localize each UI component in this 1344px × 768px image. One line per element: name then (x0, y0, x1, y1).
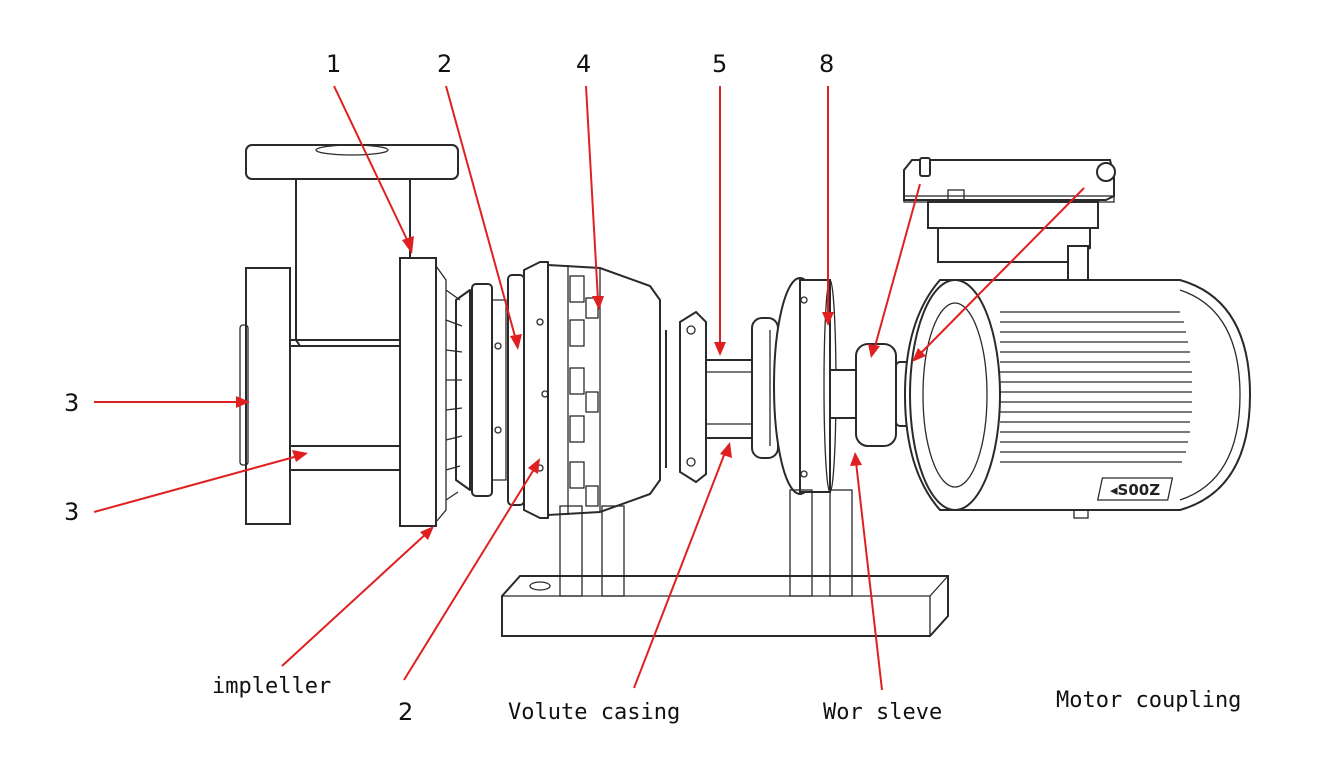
label-volute-casing: Volute casing (508, 700, 681, 725)
leader-2b (403, 465, 537, 681)
leader-motor-b (917, 187, 1085, 357)
label-motor-coupling: Motor coupling (1056, 688, 1242, 713)
pipe-body (290, 179, 411, 471)
cooling-fins (1000, 311, 1192, 463)
motor-body: ◂S00Z (903, 279, 1252, 519)
suction-flange (239, 267, 291, 525)
base-frame (501, 489, 949, 637)
label-impeller: impleller (212, 674, 332, 699)
casing-flange (399, 257, 463, 527)
callout-2-bottom: 2 (398, 698, 414, 726)
callout-8: 8 (819, 50, 835, 78)
leader-sleeve (855, 461, 883, 691)
motor-terminal-box (903, 157, 1116, 302)
label-wear-sleeve: Wor sleve (823, 700, 943, 725)
callout-4: 4 (576, 50, 592, 78)
leader-1 (333, 85, 411, 247)
leader-3b (93, 455, 299, 513)
leader-impeller (281, 531, 429, 667)
discharge-flange (245, 144, 459, 180)
leader-2 (445, 85, 517, 341)
bearing-cover (665, 310, 707, 484)
bracket-flange (773, 277, 857, 495)
volute-casing (536, 263, 661, 517)
callout-3-upper: 3 (64, 389, 80, 417)
impeller-assembly (455, 261, 557, 519)
leader-volute (633, 449, 727, 689)
motor-nameplate: ◂S00Z (1110, 481, 1160, 499)
callout-1: 1 (326, 50, 342, 78)
callout-3-lower: 3 (64, 498, 80, 526)
callout-5: 5 (712, 50, 728, 78)
leader-lines (93, 85, 1085, 691)
callout-2: 2 (437, 50, 453, 78)
leader-motor-a (873, 183, 921, 351)
leader-4 (585, 85, 599, 301)
